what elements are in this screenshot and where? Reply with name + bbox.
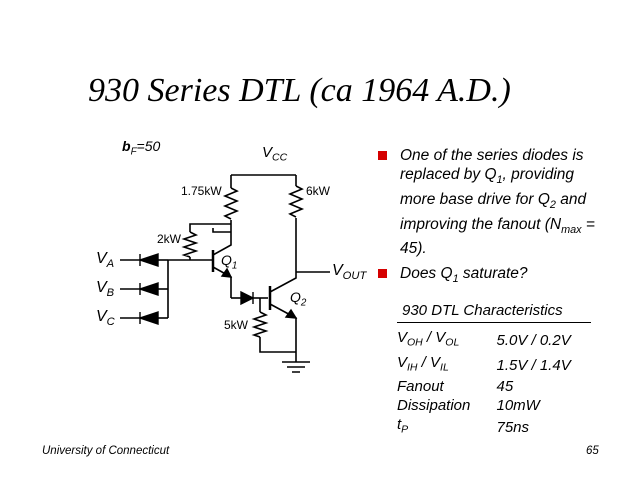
- row-value: 75ns: [496, 419, 530, 437]
- va-label: VA: [96, 250, 115, 270]
- vc-label: VC: [96, 308, 115, 328]
- bullet-item: One of the series diodes is replaced by …: [378, 146, 600, 258]
- resistor-r4: [251, 311, 269, 338]
- row-label: VOH / VOL: [397, 329, 460, 349]
- bullet-list: One of the series diodes is replaced by …: [378, 146, 600, 295]
- diode-b: [137, 282, 159, 296]
- characteristics-table: VOH / VOL 5.0V / 0.2V VIH / VIL 1.5V / 1…: [397, 328, 591, 440]
- ground-symbol: [282, 361, 310, 373]
- table-row: VOH / VOL 5.0V / 0.2V: [397, 328, 591, 353]
- bullet-marker: [378, 151, 387, 160]
- diode-a: [137, 253, 159, 267]
- r2-label: 6kW: [306, 184, 330, 198]
- diode-c: [137, 311, 159, 325]
- q1-label: Q1: [221, 252, 238, 272]
- r3-label: 2kW: [157, 232, 181, 246]
- bullet-item: Does Q1 saturate?: [378, 264, 600, 289]
- beta-label: bF=50: [122, 138, 161, 158]
- bullet-marker: [378, 269, 387, 279]
- row-value: 45: [496, 378, 514, 396]
- resistor-r3: [181, 231, 199, 258]
- q1-emitter-arrow: [220, 267, 233, 278]
- table-row: tP 75ns: [397, 415, 591, 440]
- characteristics-title: 930 DTL Characteristics: [402, 302, 563, 319]
- r4-label: 5kW: [224, 318, 248, 332]
- row-label: tP: [397, 416, 409, 437]
- r1-label: 1.75kW: [181, 184, 222, 198]
- table-row: Dissipation 10mW: [397, 396, 591, 415]
- row-label: Fanout: [397, 378, 444, 396]
- row-value: 1.5V / 1.4V: [496, 356, 571, 374]
- vcc-label: VCC: [262, 144, 288, 164]
- footer-institution: University of Connecticut: [42, 445, 170, 457]
- q2-label: Q2: [290, 289, 307, 309]
- table-row: Fanout 45: [397, 377, 591, 396]
- resistor-r1: [222, 187, 240, 220]
- row-value: 10mW: [496, 397, 540, 415]
- row-label: VIH / VIL: [397, 353, 449, 374]
- q2-emitter-arrow: [284, 308, 298, 319]
- slide-title: 930 Series DTL (ca 1964 A.D.): [88, 72, 511, 109]
- page-number: 65: [586, 445, 599, 457]
- resistor-r2: [287, 185, 305, 218]
- characteristics-divider: [397, 322, 591, 323]
- vb-label: VB: [96, 279, 115, 299]
- vout-label: VOUT: [332, 262, 367, 282]
- table-row: VIH / VIL 1.5V / 1.4V: [397, 353, 591, 378]
- row-label: Dissipation: [397, 397, 471, 415]
- row-value: 5.0V / 0.2V: [496, 331, 571, 349]
- series-diode: [240, 290, 255, 306]
